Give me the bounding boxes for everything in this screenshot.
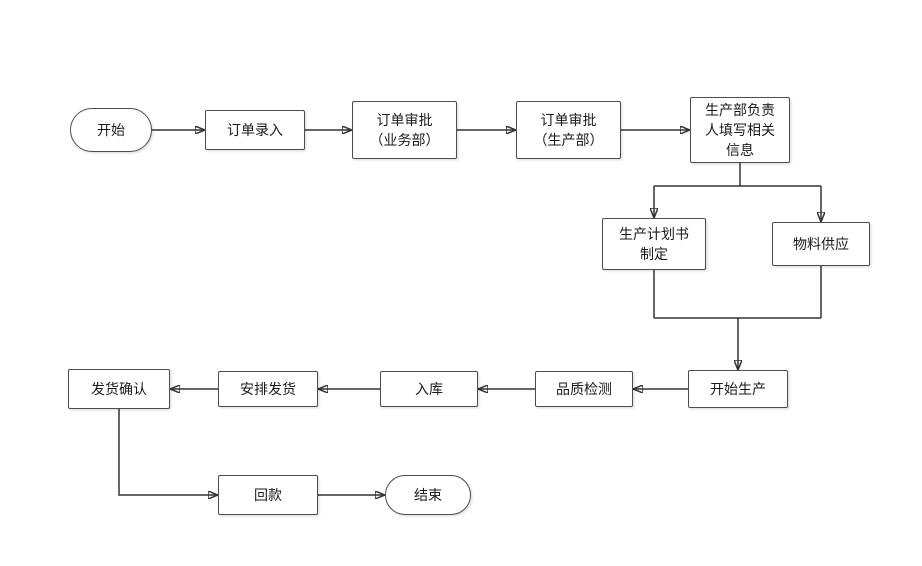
- node-production-info-label: 生产部负责 人填写相关 信息: [705, 102, 775, 158]
- node-order-approval-business: 订单审批 （业务部）: [352, 101, 457, 159]
- node-arrange-shipping-label: 安排发货: [240, 381, 296, 397]
- node-warehouse-in: 入库: [380, 371, 478, 407]
- node-order-approval-production: 订单审批 （生产部）: [516, 101, 621, 159]
- node-quality-inspection-label: 品质检测: [556, 381, 612, 397]
- node-order-entry-label: 订单录入: [227, 122, 283, 138]
- edge-confirm-payment: [118, 409, 218, 495]
- node-start-production-label: 开始生产: [710, 381, 766, 397]
- node-start-production: 开始生产: [688, 370, 788, 408]
- node-production-info: 生产部负责 人填写相关 信息: [690, 97, 790, 163]
- node-production-plan: 生产计划书 制定: [602, 218, 706, 270]
- node-order-approval-production-label: 订单审批 （生产部）: [533, 112, 604, 148]
- node-payment-received: 回款: [218, 475, 318, 515]
- node-shipping-confirm-label: 发货确认: [91, 381, 147, 397]
- node-end-label: 结束: [414, 487, 442, 503]
- node-material-supply: 物料供应: [772, 222, 870, 266]
- node-end: 结束: [385, 475, 471, 515]
- node-material-supply-label: 物料供应: [793, 236, 849, 252]
- node-start-label: 开始: [97, 122, 125, 138]
- node-shipping-confirm: 发货确认: [68, 369, 170, 409]
- node-start: 开始: [70, 108, 152, 152]
- node-quality-inspection: 品质检测: [535, 371, 633, 407]
- node-order-approval-business-label: 订单审批 （业务部）: [369, 112, 440, 148]
- node-arrange-shipping: 安排发货: [218, 371, 318, 407]
- node-warehouse-in-label: 入库: [415, 381, 443, 397]
- node-order-entry: 订单录入: [205, 110, 305, 150]
- node-payment-received-label: 回款: [254, 487, 282, 503]
- node-production-plan-label: 生产计划书 制定: [619, 226, 689, 262]
